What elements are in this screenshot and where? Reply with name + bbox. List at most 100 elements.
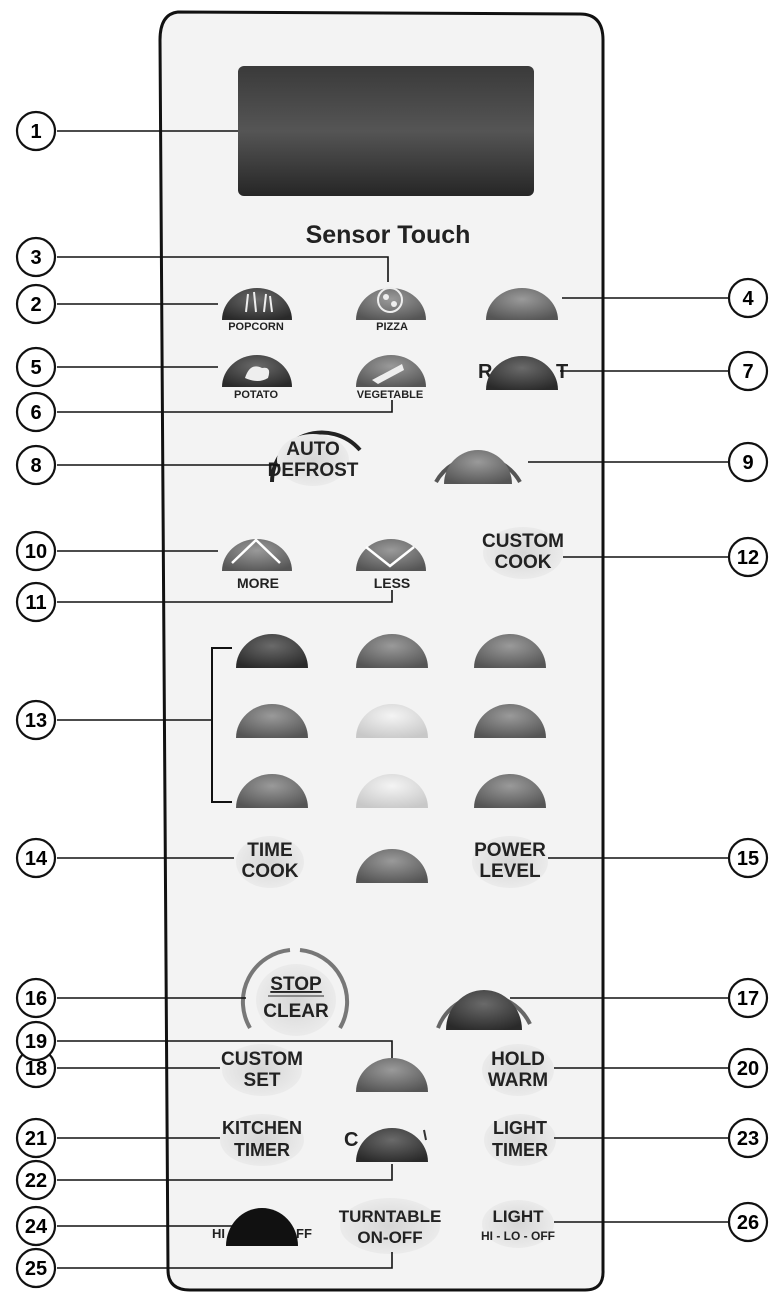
more-button[interactable] [222,539,292,571]
custom-set-label-2[interactable]: SET [244,1070,281,1091]
time-cook-pad [236,836,304,888]
power-level-label-2[interactable]: LEVEL [479,861,541,882]
light-timer-label-2[interactable]: TIMER [492,1140,548,1160]
up-arrow-icon [231,538,281,564]
callout-number-18: 18 [25,1058,47,1080]
custom-cook-label-1[interactable]: CUSTOM [482,531,564,552]
callout-circle-19 [15,1020,57,1062]
number-key-0[interactable] [356,849,428,883]
turntable-label-2[interactable]: ON-OFF [357,1228,422,1247]
vegetable-icon [372,364,404,384]
callout-circle-14 [15,837,57,879]
callout-number-4: 4 [742,288,754,310]
start-button[interactable] [446,990,522,1030]
callout-number-24: 24 [25,1216,48,1238]
light-label-2[interactable]: HI - LO - OFF [481,1229,555,1243]
light-label-1[interactable]: LIGHT [493,1207,545,1226]
hold-warm-pad [482,1044,554,1096]
bracket-13 [211,647,232,803]
auto-defrost-label-1[interactable]: AUTO [286,439,339,460]
reheat-label-right: T [556,361,568,383]
callout-number-1: 1 [30,121,41,143]
more-label: MORE [237,575,279,591]
callout-number-14: 14 [25,848,48,870]
number-key-4[interactable] [236,704,308,738]
callout-number-9: 9 [742,452,753,474]
vegetable-label: VEGETABLE [357,389,423,401]
number-key-5[interactable] [356,704,428,738]
less-button[interactable] [356,539,426,571]
button-19[interactable] [356,1058,428,1092]
auto-defrost-label-2[interactable]: DEFROST [268,460,359,481]
popcorn-label: POPCORN [228,321,284,333]
hold-warm-label-2[interactable]: WARM [488,1070,548,1091]
stop-clear-pad [256,964,336,1036]
light-timer-label-1[interactable]: LIGHT [493,1118,547,1138]
number-key-8[interactable] [356,774,428,808]
number-key-1[interactable] [236,634,308,668]
time-cook-label-1[interactable]: TIME [247,840,292,861]
callout-circle-23 [727,1117,769,1159]
callout-circle-5 [15,346,57,388]
custom-cook-label-2[interactable]: COOK [495,552,552,573]
callout-number-12: 12 [737,547,759,569]
potato-icon [245,366,270,381]
stop-clear-outer-ring [240,948,350,1030]
custom-set-label-1[interactable]: CUSTOM [221,1049,303,1070]
clear-label[interactable]: CLEAR [263,1001,329,1022]
callout-number-16: 16 [25,988,47,1010]
callout-circle-1 [15,110,57,152]
fan-label-right: FF [296,1226,312,1241]
callout-number-5: 5 [30,357,41,379]
button-4[interactable] [486,288,558,320]
callout-number-11: 11 [25,592,46,614]
turntable-label-1[interactable]: TURNTABLE [339,1207,442,1226]
number-key-3[interactable] [474,634,546,668]
power-level-label-1[interactable]: POWER [474,840,546,861]
callout-number-15: 15 [737,848,759,870]
number-key-2[interactable] [356,634,428,668]
callout-number-22: 22 [25,1170,47,1192]
callout-number-7: 7 [742,361,753,383]
kitchen-timer-label-2[interactable]: TIMER [234,1140,290,1160]
popcorn-button[interactable] [222,288,292,320]
callout-circle-8 [15,444,57,486]
pizza-icon [377,287,403,313]
clock-button[interactable] [356,1128,428,1162]
callout-circle-7 [727,350,769,392]
callout-circle-16 [15,977,57,1019]
stop-label[interactable]: STOP [270,974,322,995]
auto-defrost-pad [277,434,349,486]
potato-label: POTATO [234,389,278,401]
custom-set-pad [222,1044,302,1096]
callout-circle-6 [15,391,57,433]
kitchen-timer-label-1[interactable]: KITCHEN [222,1118,302,1138]
brand-title: Sensor Touch [306,221,471,249]
fan-label-left: HI [212,1226,225,1241]
callout-circle-24 [15,1205,57,1247]
callout-circle-11 [15,581,57,623]
callout-number-2: 2 [30,294,41,316]
callout-number-25: 25 [25,1258,47,1280]
number-key-7[interactable] [236,774,308,808]
kitchen-timer-pad [220,1114,304,1166]
callout-circle-25 [15,1247,57,1289]
callout-number-3: 3 [30,247,41,269]
number-key-9[interactable] [474,774,546,808]
fan-button[interactable] [226,1208,298,1246]
hold-warm-label-1[interactable]: HOLD [491,1049,545,1070]
number-key-6[interactable] [474,704,546,738]
down-arrow-icon [365,546,415,568]
callout-circle-17 [727,977,769,1019]
power-level-pad [472,836,548,888]
reheat-button[interactable] [486,356,558,390]
display-window [238,66,534,196]
callout-circle-20 [727,1047,769,1089]
callout-circle-2 [15,283,57,325]
time-cook-label-2[interactable]: COOK [242,861,299,882]
callout-circle-12 [727,536,769,578]
button-9[interactable] [444,450,512,484]
clock-fragment-left: C [344,1129,358,1151]
